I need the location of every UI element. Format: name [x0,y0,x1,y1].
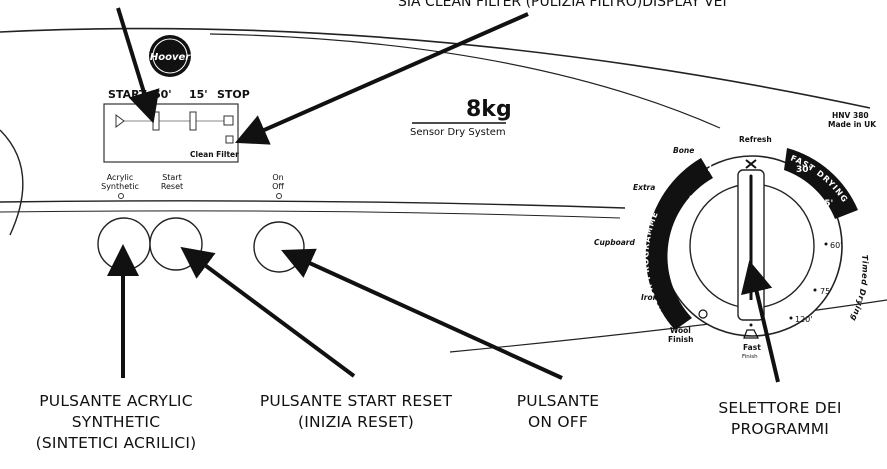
capacity-value: 8kg [466,97,512,122]
refresh-label: Refresh [739,135,772,144]
model-origin: Made in UK [828,120,877,129]
arrow-selector [741,260,780,383]
fast-dot-icon [749,323,753,327]
timed-band-label: Timed Drying [849,254,870,322]
panel-divider-lower [0,210,621,219]
program-1: 1 [707,164,713,174]
time-30: 30' [796,165,811,175]
caption-acrylic: PULSANTE ACRYLIC SYNTHETIC (SINTETICI AC… [35,392,197,452]
time-60-dot-icon [824,242,828,246]
start-reset-button[interactable] [149,217,203,271]
on-off-button[interactable] [253,221,305,273]
indicator-15-label: 15' [189,88,208,101]
indicator-stop-label: STOP [217,88,250,101]
clean-filter-label: Clean Filter [190,150,239,159]
time-45: 45' [818,199,833,209]
onoff-label-2: Off [272,182,284,191]
panel-divider [0,200,626,209]
led-15-icon [189,111,197,131]
caption-onoff: PULSANTE ON OFF [516,392,600,431]
extra-label: Extra [633,183,655,192]
time-120-dot-icon [789,316,793,320]
led-60-icon [152,111,160,131]
fast-finish-label-2: Finish [742,354,758,360]
iron-symbol-icon [743,329,759,339]
program-4: 4 [688,285,694,295]
time-120: 120' [795,315,812,324]
panel-top-edge [0,27,871,109]
wool-label-2: Finish [668,335,693,344]
time-75: 75' [820,287,832,296]
arrow-start-reset-button [180,246,356,378]
cupboard-label: Cupboard [594,238,635,247]
fan-icon [745,159,757,169]
acrylic-label-1: Acrylic [107,173,134,182]
acrylic-led-icon [118,193,124,199]
caption-start-reset: PULSANTE START RESET (INIZIA RESET) [259,392,453,431]
svg-text:Hoover: Hoover [150,52,191,63]
top-caption: SIA CLEAN FILTER (PULIZIA FILTRO)DISPLAY… [398,0,727,10]
sensor-programme-band [645,158,713,330]
acrylic-label-2: Synthetic [101,182,139,191]
indicator-60-label: 60' [153,88,172,101]
panel-left-edge [0,129,24,236]
wool-symbol-icon [698,309,708,319]
start-label-1: Start [162,173,182,182]
start-label-2: Reset [161,182,183,191]
capacity-system-label: Sensor Dry System [410,127,506,138]
start-arrow-icon [115,114,125,128]
caption-selector: SELETTORE DEI PROGRAMMI [718,399,842,438]
program-2: 2 [689,195,695,205]
stop-square-icon [223,115,234,126]
callout-arrows [107,7,780,383]
svg-text:Timed Drying: Timed Drying [849,254,870,322]
indicator-panel [103,103,239,163]
fast-drying-band [784,148,858,219]
panel-upper-curve [209,33,721,129]
arrow-clean-filter [235,12,529,145]
onoff-led-icon [276,193,282,199]
panel-bottom-edge [449,299,887,353]
program-3: 3 [682,237,688,247]
time-60: 60' [830,241,842,250]
fast-finish-label-1: Fast [743,343,761,352]
onoff-label-1: On [272,173,283,182]
clean-filter-led-icon [225,135,234,144]
bone-label: Bone [673,146,694,155]
time-75-dot-icon [813,288,817,292]
progress-indicator: START 60' 15' STOP Clean Filter [103,88,250,163]
model-number: HNV 380 [832,111,869,120]
iron-label: Iron [641,293,658,302]
refresh-dot-icon [749,174,753,178]
wool-label-1: Wool [670,326,691,335]
hoover-logo: Hoover [149,35,191,77]
program-selector-dial[interactable]: SENSOR PROGRAMME FAST DRYING Timed Dryin… [594,135,870,360]
arrow-indicator [116,7,160,124]
arrow-onoff-button [281,248,563,380]
